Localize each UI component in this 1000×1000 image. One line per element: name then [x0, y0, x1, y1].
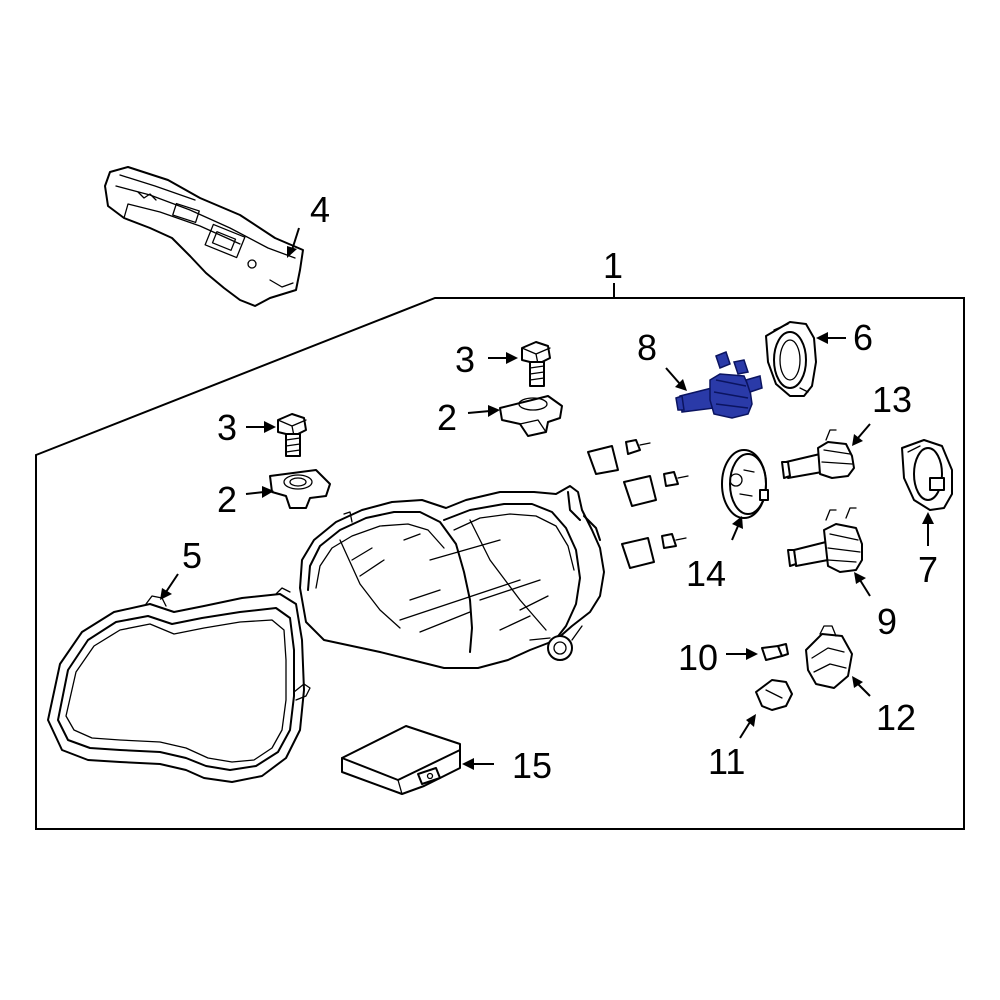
bulb-cap-icon[interactable]: [721, 449, 769, 519]
callout-1: 1: [603, 245, 623, 286]
callout-2-upper: 2: [437, 397, 457, 438]
callout-15: 15: [512, 745, 552, 786]
arrow-14: [731, 516, 743, 541]
bolt-icon[interactable]: [521, 341, 551, 387]
arrow-6: [816, 332, 846, 344]
callout-11: 11: [708, 741, 745, 782]
callout-3-upper: 3: [455, 339, 475, 380]
bulb-cover-icon[interactable]: [765, 321, 817, 397]
bracket-clip-icon[interactable]: [499, 395, 563, 437]
arrow-2-lower: [245, 486, 274, 498]
callout-6: 6: [853, 317, 873, 358]
headlight-bulb-icon[interactable]: [787, 507, 863, 573]
arrow-15: [462, 758, 494, 770]
headlight-bulb-icon[interactable]: [781, 429, 855, 479]
arrow-3-lower: [246, 421, 276, 433]
arrow-5: [160, 573, 179, 600]
arrow-12: [852, 676, 871, 697]
bulb-socket-icon[interactable]: [621, 533, 687, 569]
bulb-socket-icon[interactable]: [805, 625, 853, 689]
arrow-7: [922, 512, 934, 546]
bracket-clip-icon[interactable]: [269, 469, 331, 509]
callout-3-lower: 3: [217, 407, 237, 448]
wedge-bulb-icon[interactable]: [761, 643, 789, 661]
callout-7: 7: [918, 549, 938, 590]
callout-13: 13: [872, 379, 912, 420]
callout-14: 14: [686, 553, 726, 594]
callout-10: 10: [678, 637, 718, 678]
assembly-frame: [35, 297, 965, 830]
callout-4: 4: [310, 189, 330, 230]
callout-5: 5: [182, 535, 202, 576]
bulb-socket-icon[interactable]: [623, 471, 689, 507]
arrow-8: [665, 367, 687, 391]
arrow-4: [287, 227, 300, 258]
headlight-bulb-icon[interactable]: [675, 351, 763, 419]
callout-9: 9: [877, 601, 897, 642]
lens-gasket-icon[interactable]: [47, 587, 311, 783]
arrow-10: [726, 648, 758, 660]
arrow-9: [854, 572, 871, 597]
bulb-socket-icon[interactable]: [587, 439, 651, 475]
headlamp-assembly-icon[interactable]: [299, 485, 605, 669]
mounting-bracket-icon[interactable]: [104, 166, 304, 307]
ballast-module-icon[interactable]: [341, 725, 461, 795]
arrow-13: [852, 423, 871, 446]
callout-2-lower: 2: [217, 479, 237, 520]
arrow-3-upper: [488, 352, 518, 364]
bolt-icon[interactable]: [277, 413, 307, 457]
turn-signal-bulb-icon[interactable]: [755, 679, 793, 711]
callout-12: 12: [876, 697, 916, 738]
arrow-2-upper: [467, 405, 500, 417]
arrow-11: [739, 714, 756, 739]
bulb-cover-icon[interactable]: [901, 439, 953, 511]
callout-8: 8: [637, 327, 657, 368]
